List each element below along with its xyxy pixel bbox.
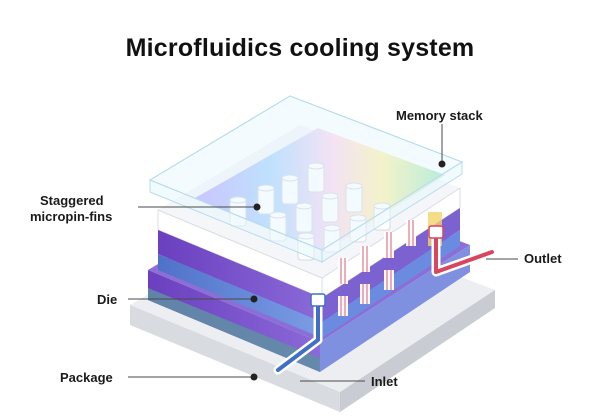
outlet-pipe — [428, 225, 497, 277]
leader-lines — [128, 124, 518, 382]
glass-lid — [148, 95, 464, 263]
label-package: Package — [60, 370, 113, 385]
leader-dots — [250, 160, 446, 381]
label-inlet: Inlet — [371, 374, 398, 389]
label-micropin-fins: micropin-fins — [30, 209, 113, 224]
label-die: Die — [97, 292, 118, 307]
label-outlet: Outlet — [524, 251, 562, 266]
page-title: Microfluidics cooling system — [125, 34, 475, 62]
label-staggered: Staggered — [40, 193, 104, 208]
inlet-pipe — [273, 293, 326, 375]
label-memory-stack: Memory stack — [396, 108, 483, 123]
